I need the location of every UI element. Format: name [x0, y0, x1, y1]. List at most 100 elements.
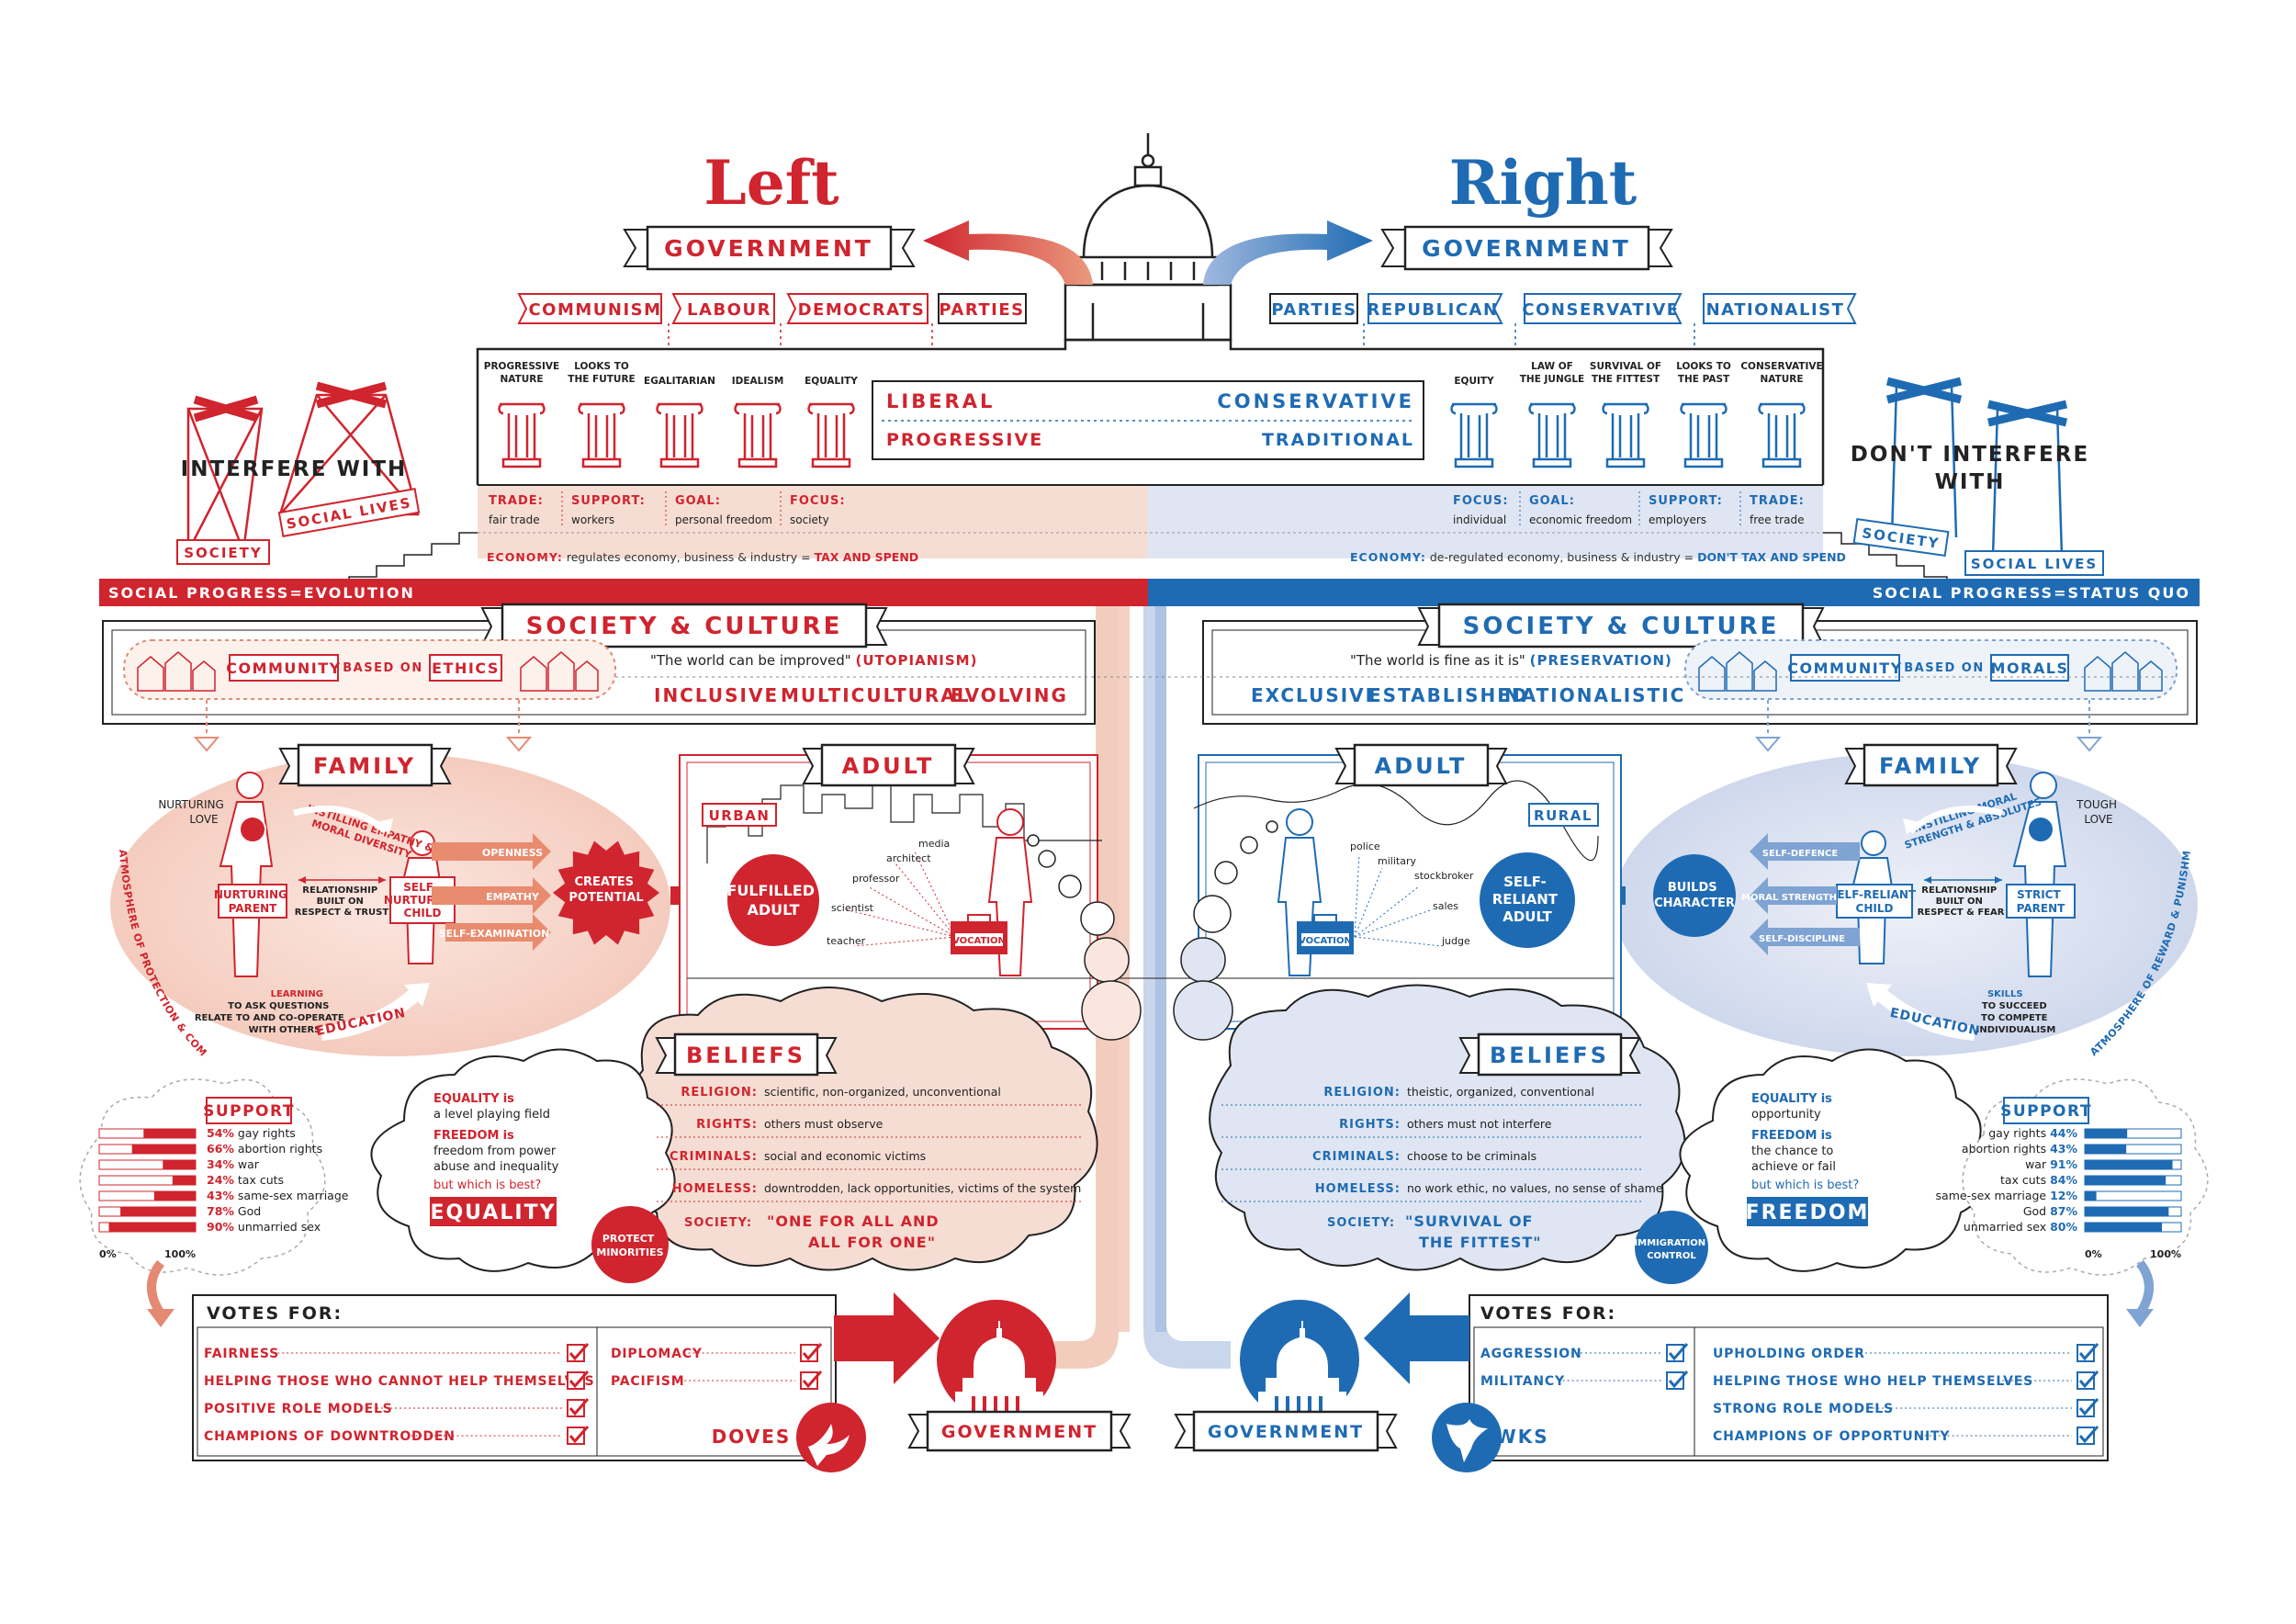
right-government-circle [1240, 1300, 1359, 1419]
info-key: FOCUS: [1453, 494, 1509, 508]
checkmark-icon [568, 1370, 590, 1389]
right-community-label: COMMUNITY [1787, 660, 1903, 677]
right-briefcase-icon: VOCATION [1297, 914, 1354, 954]
urban-label: URBAN [709, 807, 771, 824]
pillar-column [1680, 402, 1728, 468]
pillar-label: SURVIVAL OF [1590, 361, 1661, 372]
info-key: TRADE: [489, 494, 544, 508]
checkbox-icon [2077, 1427, 2095, 1445]
right-tag-2: ESTABLISHED [1368, 684, 1528, 706]
capitol-building-outline [476, 338, 1825, 485]
left-adult-title: ADULT [842, 753, 935, 779]
nurturing-love: NURTURING LOVE [158, 798, 227, 826]
party-communism: COMMUNISM [528, 300, 661, 320]
pillar-label: LOOKS TO [574, 361, 629, 372]
left-family-banner: FAMILY [278, 743, 452, 787]
support-row: war 91% [2025, 1157, 2077, 1171]
right-parties-label: PARTIES [1271, 300, 1356, 320]
support-row: 78% God [207, 1204, 261, 1218]
right-sc-title: SOCIETY & CULTURE [1463, 613, 1780, 640]
pillar: EGALITARIAN [644, 376, 715, 468]
checkbox-icon [1666, 1371, 1684, 1390]
pillar-column [1528, 402, 1576, 468]
svg-text:IMMIGRATION CONTROL: IMMIGRATION CONTROL [1634, 1238, 1708, 1261]
left-houses-icon [137, 651, 599, 692]
party-nationalist: NATIONALIST [1706, 300, 1845, 320]
support-bar [2085, 1176, 2167, 1185]
info-key: GOAL: [1529, 494, 1575, 508]
checkmark-icon [568, 1398, 590, 1416]
info-value: workers [571, 513, 614, 526]
right-social-lives-label: SOCIAL LIVES [1971, 556, 2098, 572]
left-progress-bar [99, 579, 1148, 606]
support-row: unmarried sex 80% [1964, 1220, 2078, 1234]
svg-text:EQUALITY is: EQUALITY is [1751, 1092, 1832, 1106]
checkbox-icon [2077, 1344, 2095, 1362]
pillar-column [498, 402, 546, 468]
belief-key: RIGHTS: [696, 1118, 758, 1132]
builds-character-badge: BUILDS CHARACTER [1653, 854, 1736, 937]
left-based-on: BASED ON [343, 661, 422, 675]
right-beliefs-banner: BELIEFS [1458, 1032, 1641, 1077]
left-tag-2: MULTICULTURAL [781, 684, 971, 706]
support-bar [108, 1223, 196, 1232]
vote-item: DIPLOMACY [611, 1347, 703, 1361]
support-row: 34% war [207, 1157, 260, 1171]
vote-item: PACIFISM [611, 1374, 684, 1389]
support-bar [2085, 1129, 2128, 1138]
support-bar [131, 1145, 196, 1154]
svg-text:freedom from power: freedom from power [433, 1145, 557, 1158]
support-bar [2085, 1207, 2169, 1216]
pillar-column [734, 402, 782, 468]
info-value: personal freedom [675, 513, 772, 526]
left-arrow-icon [923, 220, 1093, 285]
left-title: Left [703, 147, 839, 219]
belief-value: others must not interfere [1407, 1117, 1552, 1131]
pillar-column [807, 402, 855, 468]
dove-icon [796, 1403, 866, 1472]
support-row: gay rights 44% [1988, 1126, 2077, 1140]
right-tag-3: NATIONALISTIC [1504, 684, 1685, 706]
axis-max: 100% [164, 1248, 196, 1260]
right-relationship: RELATIONSHIP BUILT ON RESPECT & FEAR [1918, 885, 2005, 918]
job-military: military [1378, 855, 1416, 867]
checkmark-icon [568, 1426, 590, 1444]
pillar-label: THE JUNGLE [1520, 374, 1584, 385]
checkmark-icon [1668, 1370, 1689, 1389]
job-teacher: teacher [827, 935, 866, 947]
vote-item: MILITANCY [1480, 1374, 1565, 1389]
support-row: 90% unmarried sex [207, 1220, 321, 1234]
belief-key: CRIMINALS: [1312, 1150, 1401, 1164]
left-ethics-label: ETHICS [432, 660, 500, 677]
pillar: EQUITY [1450, 376, 1498, 468]
checkmark-icon [568, 1343, 590, 1361]
info-key: GOAL: [675, 494, 721, 508]
right-adult-title: ADULT [1375, 753, 1468, 779]
belief-value: no work ethic, no values, no sense of sh… [1407, 1181, 1663, 1195]
belief-key: RELIGION: [681, 1086, 758, 1100]
vote-item: CHAMPIONS OF DOWNTRODDEN [204, 1429, 456, 1444]
nurturing-parent-label: NURTURING PARENT [214, 888, 291, 915]
right-gov-banner: GOVERNMENT [1380, 225, 1673, 271]
pillar-label: EGALITARIAN [644, 376, 715, 387]
arrow-empathy: EMPATHY [486, 891, 540, 903]
svg-text:FREEDOM is: FREEDOM is [433, 1129, 514, 1143]
pillar-column [1450, 402, 1498, 468]
arrow-openness: OPENNESS [482, 847, 543, 859]
right-quote: "The world is fine as it is" (PRESERVATI… [1350, 652, 1672, 669]
left-quote: "The world can be improved" (UTOPIANISM) [650, 652, 977, 669]
support-bar [153, 1191, 196, 1201]
arrow-self-discipline: SELF-DISCIPLINE [1759, 934, 1845, 944]
left-votes-title: VOTES FOR: [207, 1303, 343, 1324]
right-morals-label: MORALS [1991, 660, 2069, 677]
right-trait-arrows: SELF-DEFENCE MORAL STRENGTH SELF-DISCIPL… [1741, 833, 1860, 955]
left-vocation: VOCATION [952, 936, 1006, 946]
support-row: same-sex marriage 12% [1936, 1189, 2078, 1202]
right-votes-title: VOTES FOR: [1480, 1303, 1616, 1324]
left-parties-label: PARTIES [939, 300, 1024, 320]
